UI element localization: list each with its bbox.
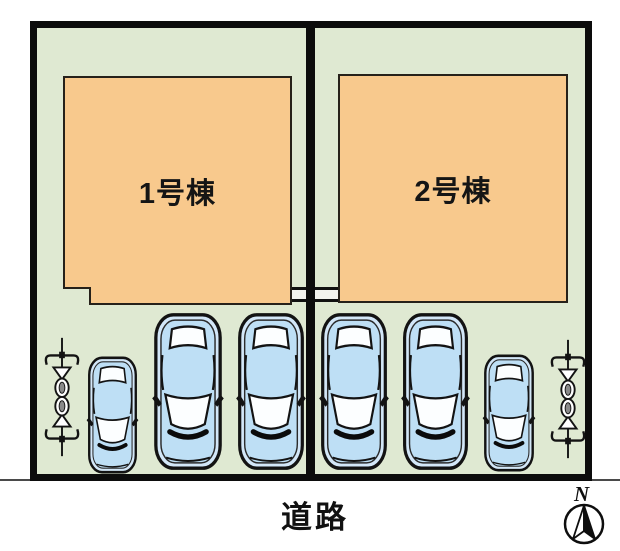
building-2: 2号棟 <box>338 74 568 303</box>
building-connector <box>292 287 338 302</box>
building-1-notch <box>63 287 91 305</box>
north-arrow-icon: N <box>563 482 605 545</box>
building-1: 1号棟 <box>63 76 292 305</box>
road-label: 道路 <box>281 499 349 535</box>
car-large-icon <box>150 311 226 472</box>
car-large-icon <box>399 311 472 472</box>
plot-divider-line <box>306 21 315 481</box>
compass-north-label: N <box>573 482 590 506</box>
car-large-icon <box>317 311 391 472</box>
road-label-area: 道路 <box>210 492 420 536</box>
car-small-icon <box>85 355 140 475</box>
car-large-icon <box>234 311 308 472</box>
bicycle-rack-left-icon <box>41 336 83 458</box>
bicycle-rack-right-icon <box>547 338 589 460</box>
building-2-label: 2号棟 <box>414 175 492 208</box>
building-1-label: 1号棟 <box>138 177 217 210</box>
car-small-icon <box>481 353 537 473</box>
